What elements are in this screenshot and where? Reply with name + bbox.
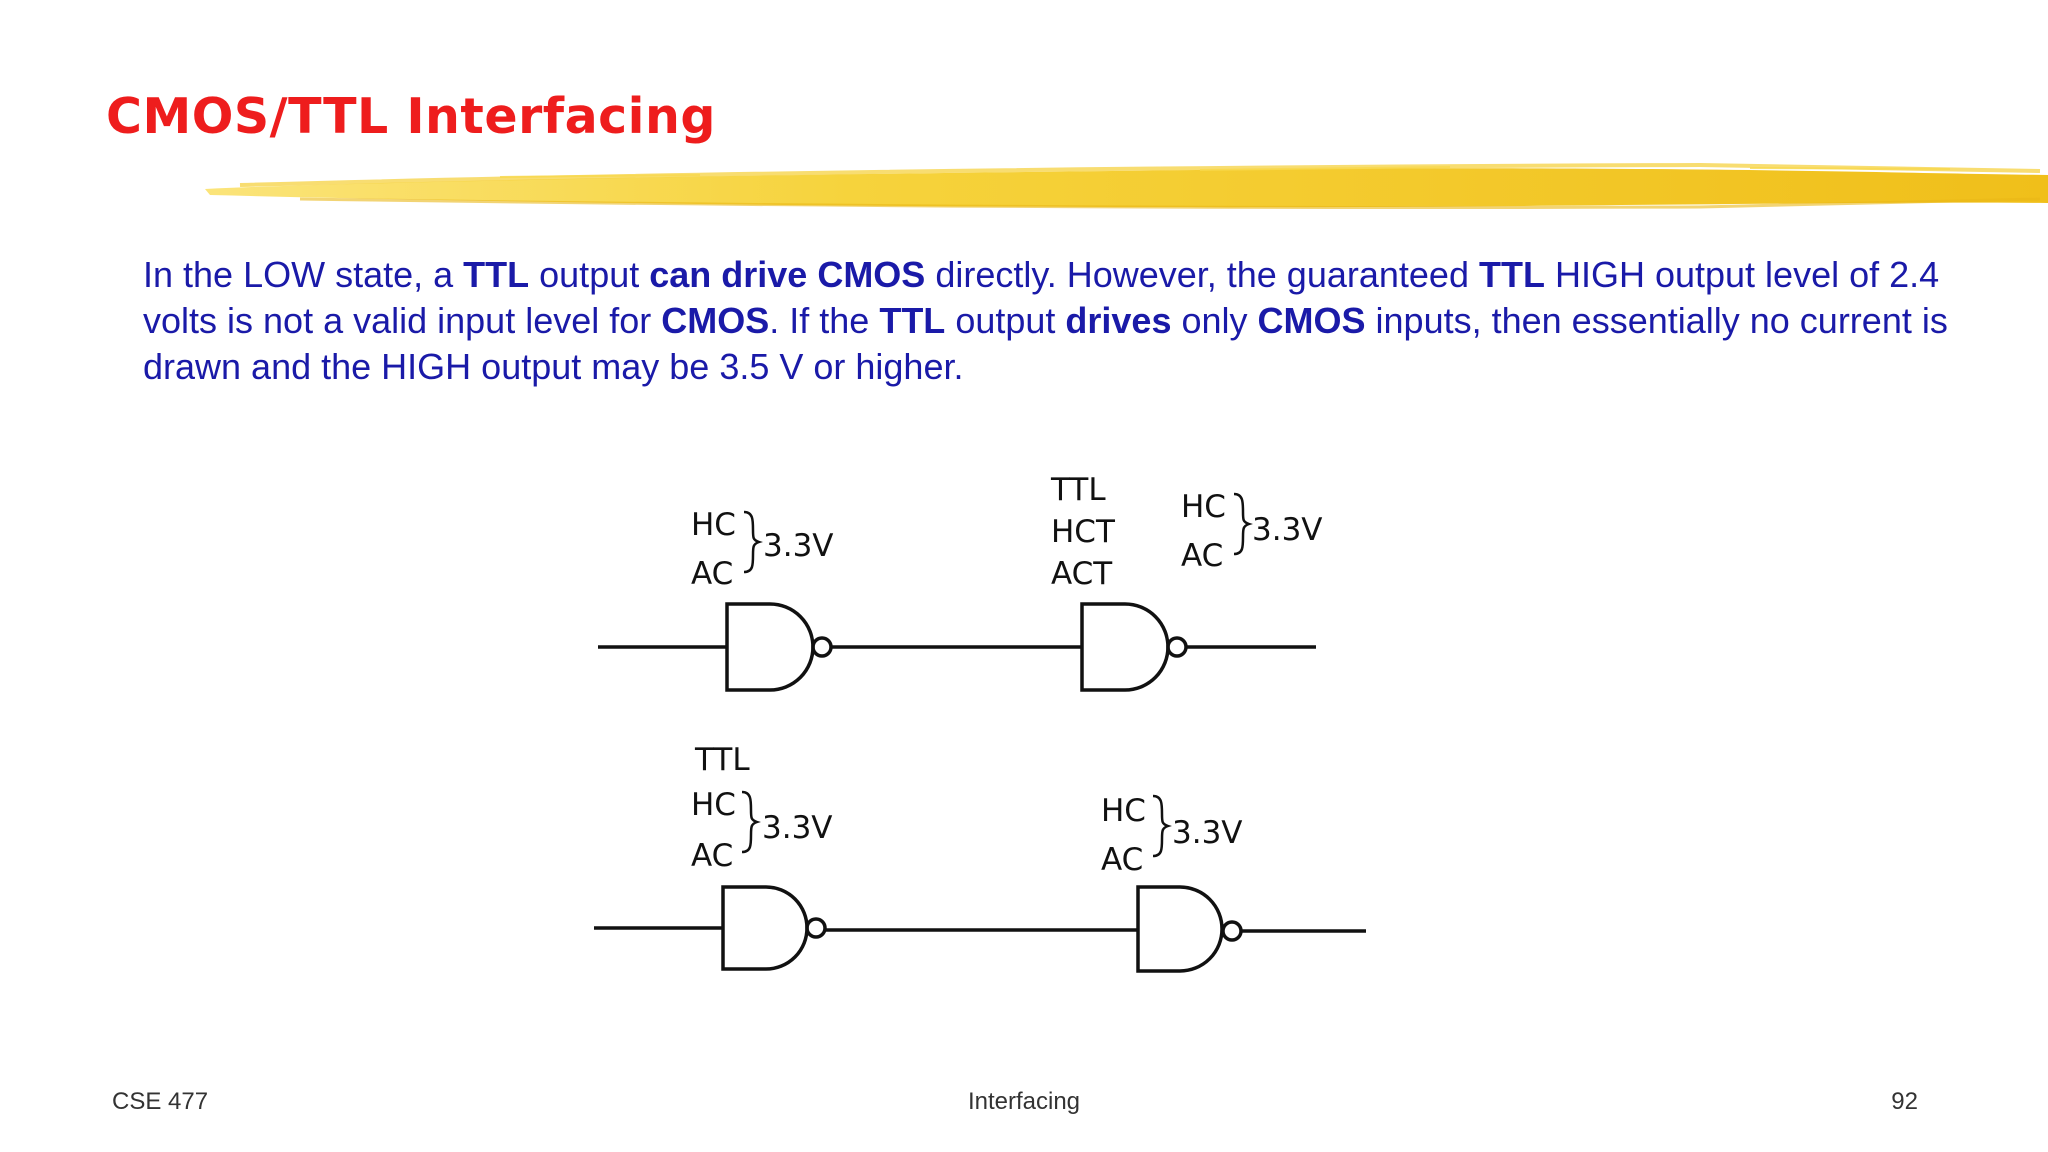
row1-supply-family: HC — [1181, 489, 1226, 525]
row1-receiver-family: TTL — [1050, 472, 1106, 508]
body-text-run: directly. However, the guaranteed — [925, 254, 1479, 295]
row1-driver-bubble-icon — [811, 636, 833, 658]
row2-receiver-family: HC — [1101, 793, 1146, 829]
body-bold-run: drives — [1065, 300, 1172, 341]
body-bold-run: TTL — [879, 300, 946, 341]
body-bold-run: CMOS — [661, 300, 770, 341]
row2-driver-nand-icon — [721, 885, 809, 971]
brush-stroke-divider — [205, 162, 2048, 210]
body-text-run: In the LOW state, a — [143, 254, 464, 295]
body-text-run: output — [529, 254, 650, 295]
body-paragraph: In the LOW state, a TTL output can drive… — [143, 252, 1973, 390]
row2-receiver-family: AC — [1101, 842, 1143, 878]
body-bold-run: TTL — [463, 254, 530, 295]
footer-course: CSE 477 — [112, 1088, 209, 1115]
row1-receiver-family: HCT — [1051, 514, 1116, 550]
row1-driver-nand-icon — [725, 602, 815, 692]
row1-receiver-bubble-icon — [1166, 636, 1188, 658]
body-text-run: only — [1171, 300, 1258, 341]
row1-receiver-nand-icon — [1080, 602, 1170, 692]
row1-supply-brace-icon — [1233, 492, 1253, 556]
body-text-run: output — [945, 300, 1066, 341]
row1-driver-brace-icon — [743, 510, 763, 574]
body-bold-run: TTL — [1478, 254, 1545, 295]
row2-receiver-voltage: 3.3V — [1172, 815, 1243, 851]
row1-supply-family: AC — [1181, 538, 1223, 574]
row2-driver-family: AC — [691, 838, 733, 874]
row1-supply-voltage: 3.3V — [1252, 512, 1323, 548]
row2-driver-family: HC — [691, 787, 736, 823]
body-text-run: . If the — [769, 300, 880, 341]
row1-driver-family: AC — [691, 556, 733, 592]
row2-receiver-nand-icon — [1136, 885, 1224, 973]
slide-title: CMOS/TTL Interfacing — [106, 88, 716, 145]
footer-page-number: 92 — [1891, 1088, 1918, 1115]
row2-receiver-brace-icon — [1152, 794, 1172, 858]
row2-driver-family: TTL — [694, 742, 750, 778]
body-text-run: inputs, then essentially no current is d… — [143, 300, 1948, 387]
row2-driver-brace-icon — [741, 790, 761, 854]
row2-driver-voltage: 3.3V — [762, 810, 833, 846]
body-bold-run: CMOS — [1257, 300, 1366, 341]
row1-driver-voltage: 3.3V — [763, 528, 834, 564]
row1-receiver-family: ACT — [1051, 556, 1113, 592]
row2-receiver-bubble-icon — [1221, 920, 1243, 942]
row2-driver-bubble-icon — [805, 917, 827, 939]
body-text-run: HIGH output level of 2.4 volts is not a … — [143, 254, 1940, 341]
row1-driver-family: HC — [691, 507, 736, 543]
footer-topic: Interfacing — [967, 1088, 1081, 1115]
body-bold-run: can drive CMOS — [649, 254, 926, 295]
